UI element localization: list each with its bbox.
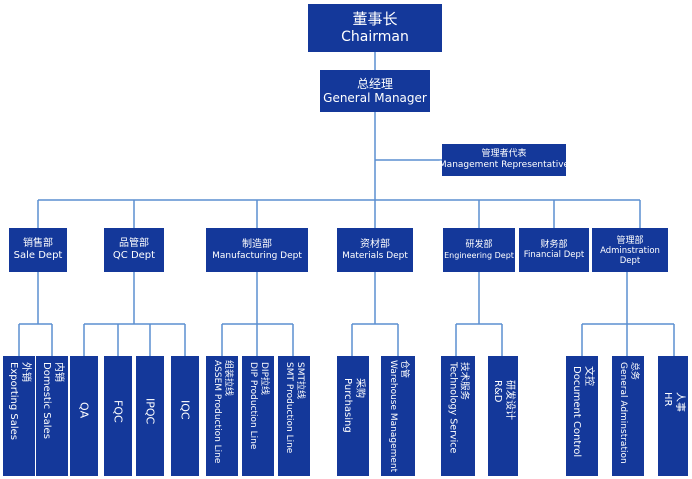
- chairman-cn: 董事长: [352, 9, 398, 28]
- unit-hr-cn: 人事: [674, 392, 685, 412]
- unit-domestic-sales-cn: 内销: [53, 362, 64, 382]
- dept-financial-cn: 财务部: [540, 239, 568, 250]
- unit-assem-line-en: ASSEM Production Line: [212, 360, 222, 464]
- unit-dip-line: DIP拉线 DIP Production Line: [242, 356, 274, 476]
- dept-sale-cn: 销售部: [23, 238, 53, 250]
- general-manager-cn: 总经理: [356, 76, 393, 91]
- unit-iqc: IQC: [171, 356, 199, 476]
- unit-purchasing-cn: 采购: [354, 378, 365, 398]
- unit-assem-line: 组装拉线 ASSEM Production Line: [206, 356, 238, 476]
- dept-administration: 管理部 Adminstration Dept: [592, 228, 668, 272]
- dept-manufacturing-cn: 制造部: [242, 238, 272, 250]
- dept-sale-en: Sale Dept: [13, 250, 63, 261]
- unit-smt-line: SMT拉线 SMT Production Line: [278, 356, 310, 476]
- unit-ipqc: IPQC: [136, 356, 164, 476]
- dept-financial-en: Financial Dept: [523, 250, 585, 261]
- unit-general-administration-cn: 总务: [628, 362, 639, 381]
- dept-materials-en: Materials Dept: [342, 250, 408, 261]
- unit-document-control-cn: 文控: [583, 366, 594, 386]
- dept-qc: 品管部 QC Dept: [104, 228, 164, 272]
- dept-qc-cn: 品管部: [119, 238, 149, 250]
- management-representative-en: Management Representative: [438, 160, 570, 170]
- unit-fqc: FQC: [104, 356, 132, 476]
- general-manager-en: General Manager: [323, 91, 427, 105]
- dept-engineering: 研发部 Engineering Dept: [443, 228, 515, 272]
- dept-engineering-en: Engineering Dept: [444, 250, 514, 260]
- unit-warehouse-cn: 仓管: [398, 360, 409, 379]
- unit-assem-line-cn: 组装拉线: [222, 360, 233, 397]
- unit-hr: 人事 HR: [658, 356, 688, 476]
- unit-rnd-en: R&D: [492, 380, 503, 403]
- unit-exporting-sales: 外销 Exporting Sales: [3, 356, 35, 476]
- dept-sale: 销售部 Sale Dept: [9, 228, 67, 272]
- dept-administration-cn: 管理部: [616, 235, 644, 246]
- unit-purchasing-en: Purchasing: [342, 378, 353, 433]
- unit-iqc-en: IQC: [178, 400, 192, 420]
- unit-warehouse-en: Warehouse Management: [388, 360, 398, 473]
- unit-hr-en: HR: [662, 392, 673, 407]
- unit-technology-service: 技术服务 Technology Service: [441, 356, 475, 476]
- dept-manufacturing-en: Manufacturing Dept: [212, 250, 302, 261]
- management-representative-box: 管理者代表 Management Representative: [438, 144, 570, 176]
- unit-smt-line-cn: SMT拉线: [294, 362, 305, 399]
- unit-fqc-en: FQC: [111, 400, 125, 423]
- unit-qa-en: QA: [77, 402, 91, 419]
- unit-domestic-sales-en: Domestic Sales: [41, 362, 52, 439]
- unit-rnd-cn: 研发设计: [504, 380, 515, 420]
- unit-general-administration-en: General Adminstration: [618, 362, 628, 464]
- chairman-box: 董事长 Chairman: [308, 4, 442, 52]
- unit-document-control-en: Document Control: [571, 366, 582, 458]
- unit-exporting-sales-cn: 外销: [20, 362, 31, 382]
- dept-qc-en: QC Dept: [112, 250, 156, 261]
- dept-manufacturing: 制造部 Manufacturing Dept: [206, 228, 308, 272]
- dept-administration-en: Adminstration Dept: [600, 246, 660, 267]
- unit-purchasing: 采购 Purchasing: [337, 356, 369, 476]
- dept-financial: 财务部 Financial Dept: [519, 228, 589, 272]
- unit-exporting-sales-en: Exporting Sales: [8, 362, 19, 440]
- general-manager-box: 总经理 General Manager: [320, 70, 430, 112]
- unit-smt-line-en: SMT Production Line: [284, 362, 294, 454]
- unit-warehouse: 仓管 Warehouse Management: [381, 356, 415, 476]
- unit-qa: QA: [70, 356, 98, 476]
- unit-document-control: 文控 Document Control: [566, 356, 598, 476]
- unit-dip-line-cn: DIP拉线: [258, 362, 269, 396]
- dept-engineering-cn: 研发部: [465, 239, 493, 250]
- management-representative-cn: 管理者代表: [481, 149, 527, 160]
- dept-materials-cn: 资材部: [360, 238, 390, 250]
- unit-dip-line-en: DIP Production Line: [248, 362, 258, 450]
- unit-technology-service-cn: 技术服务: [458, 362, 470, 401]
- unit-general-administration: 总务 General Adminstration: [612, 356, 644, 476]
- unit-technology-service-en: Technology Service: [447, 362, 458, 454]
- dept-materials: 资材部 Materials Dept: [337, 228, 413, 272]
- unit-rnd: 研发设计 R&D: [488, 356, 518, 476]
- unit-ipqc-en: IPQC: [143, 398, 157, 425]
- unit-domestic-sales: 内销 Domestic Sales: [36, 356, 68, 476]
- chairman-en: Chairman: [341, 28, 409, 45]
